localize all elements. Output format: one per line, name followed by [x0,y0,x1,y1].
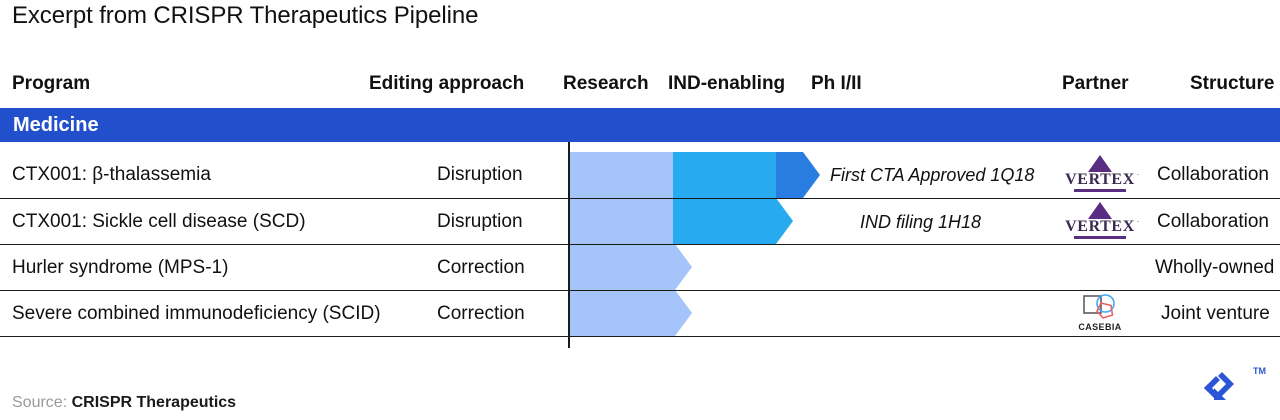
source-line: Source: CRISPR Therapeutics [12,394,236,412]
vertex-tm-icon: ‧ [1136,172,1139,179]
source-value: CRISPR Therapeutics [71,394,237,411]
source-label: Source: [12,394,68,411]
column-header-program: Program [12,73,91,94]
casebia-wordmark: CASEBIA [1078,322,1122,332]
page-title: Excerpt from CRISPR Therapeutics Pipelin… [12,2,479,29]
cell-editing: Disruption [437,211,523,232]
vertex-wordmark: VERTEX [1065,171,1135,188]
cell-structure: Collaboration [1157,211,1269,232]
section-band-label: Medicine [13,114,99,136]
stage-column-divider [568,142,570,348]
cell-program: Hurler syndrome (MPS-1) [12,257,229,278]
cell-program: CTX001: Sickle cell disease (SCD) [12,211,306,232]
table-row[interactable]: CTX001: β-thalassemia Disruption First C… [0,152,1280,198]
table-row[interactable]: Hurler syndrome (MPS-1) Correction Wholl… [0,244,1280,290]
column-header-structure: Structure [1190,73,1275,94]
vertex-logo: VERTEX ‧ [1062,155,1139,195]
column-header-ind: IND-enabling [668,73,786,94]
cell-editing: Disruption [437,164,523,185]
cell-milestone-note: First CTA Approved 1Q18 [830,165,1035,185]
cell-milestone-note: IND filing 1H18 [860,212,982,232]
casebia-logo: CASEBIA [1070,292,1130,336]
column-header-research: Research [563,73,649,94]
cell-structure: Wholly-owned [1155,257,1275,278]
vertex-underline-bar [1074,236,1126,239]
vertex-wordmark: VERTEX [1065,218,1135,235]
table-row[interactable]: CTX001: Sickle cell disease (SCD) Disrup… [0,198,1280,244]
section-band-medicine: Medicine [0,108,1280,142]
pipeline-table: Program Editing approach Research IND-en… [0,70,1280,348]
cell-editing: Correction [437,303,525,324]
column-header-partner: Partner [1062,73,1129,94]
cell-structure: Joint venture [1161,303,1270,324]
brand-logo: TM [1196,366,1268,410]
cell-structure: Collaboration [1157,164,1269,185]
trademark-icon: TM [1253,366,1266,376]
vertex-triangle-icon [1088,155,1112,172]
statista-z-icon [1204,372,1234,400]
column-header-ph: Ph I/II [811,73,862,94]
vertex-underline-bar [1074,189,1126,192]
table-row[interactable]: Severe combined immunodeficiency (SCID) … [0,290,1280,336]
casebia-mark-icon [1083,294,1115,319]
vertex-logo: VERTEX ‧ [1062,202,1139,242]
cell-program: CTX001: β-thalassemia [12,164,211,185]
cell-program: Severe combined immunodeficiency (SCID) [12,303,381,324]
table-header-row: Program Editing approach Research IND-en… [0,70,1280,102]
cell-editing: Correction [437,257,525,278]
table-bottom-rule [0,336,1280,337]
table-body: CTX001: β-thalassemia Disruption First C… [0,142,1280,348]
column-header-editing: Editing approach [369,73,525,94]
vertex-tm-icon: ‧ [1136,219,1139,226]
vertex-triangle-icon [1088,202,1112,219]
